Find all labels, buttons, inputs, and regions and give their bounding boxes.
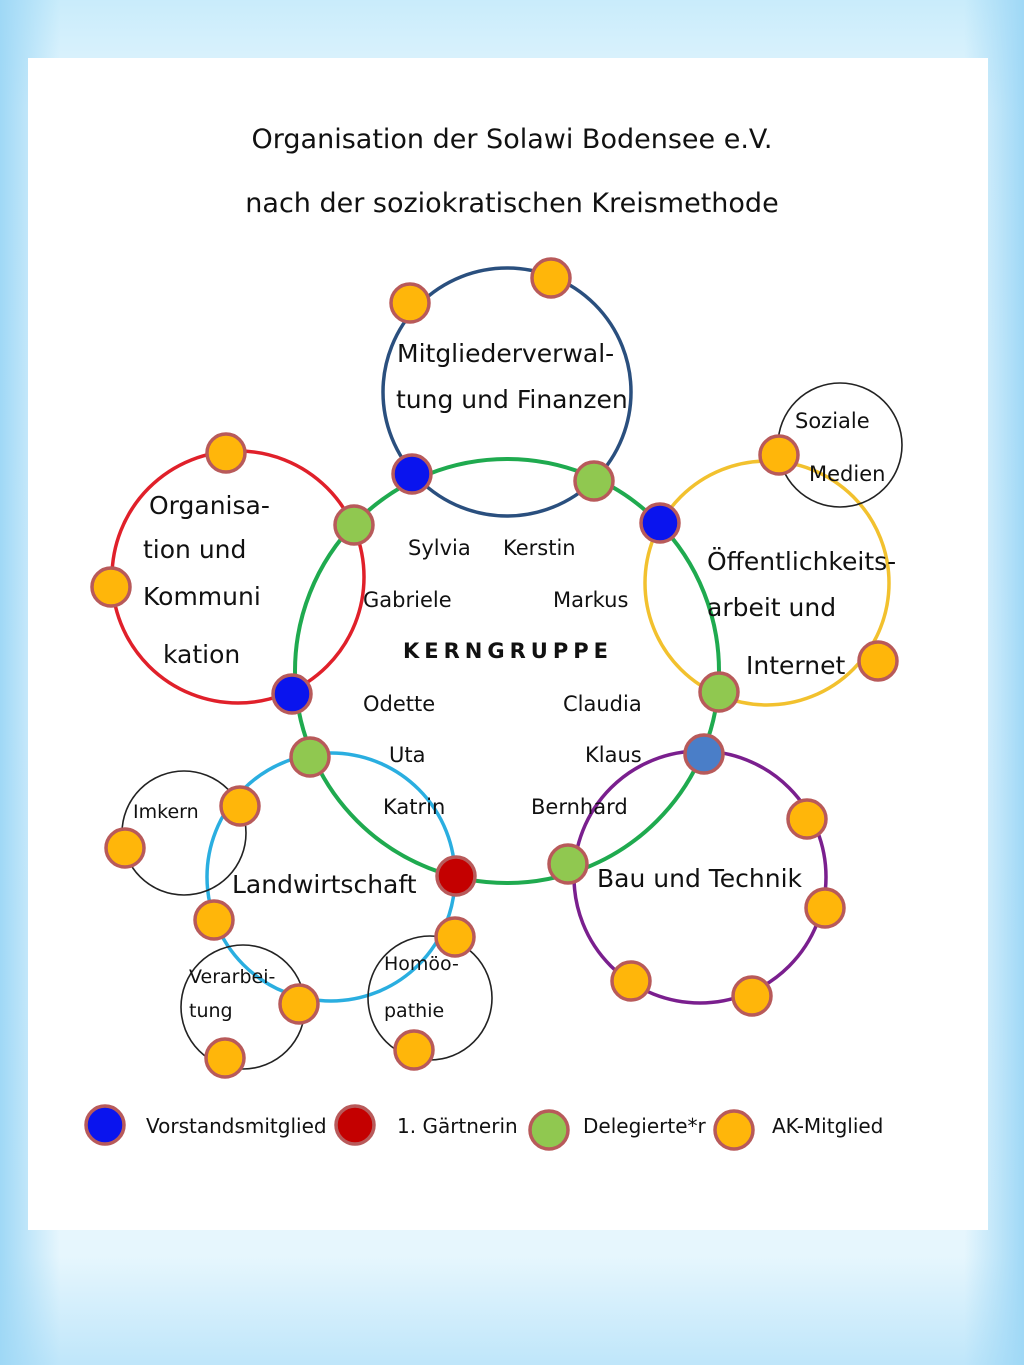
node-ak (804, 887, 846, 929)
node-vorstand (271, 673, 313, 715)
kerngruppe-label: KERNGRUPPE (403, 639, 613, 663)
node-ak (193, 899, 235, 941)
soziale-label-2: Medien (809, 462, 885, 486)
title-line-2: nach der soziokratischen Kreismethode (245, 188, 779, 219)
circle-kerngruppe (293, 457, 721, 885)
soziale-label-1: Soziale (795, 409, 870, 433)
imkern-label: Imkern (133, 801, 199, 823)
member-name: Markus (553, 588, 628, 612)
legend-delegiert-label: Delegierte*r (583, 1114, 706, 1138)
circle-mitgliederverwaltung (381, 266, 633, 518)
legend: Vorstandsmitglied 1. Gärtnerin Delegiert… (84, 1104, 883, 1151)
legend-ak-label: AK-Mitglied (772, 1114, 883, 1138)
node-ak (393, 1029, 435, 1071)
member-name: Gabriele (363, 588, 452, 612)
mitglieder-label-2: tung und Finanzen (396, 385, 628, 414)
title-line-1: Organisation der Solawi Bodensee e.V. (251, 124, 773, 155)
node-ak (90, 566, 132, 608)
node-ak (205, 432, 247, 474)
node-ak (204, 1037, 246, 1079)
legend-vorstand-label: Vorstandsmitglied (146, 1114, 327, 1138)
orga-label-2: tion und (143, 535, 246, 564)
oeffentlich-label-1: Öffentlichkeits- (707, 547, 896, 576)
node-vorstand (639, 502, 681, 544)
nodes (90, 257, 899, 1079)
oeffentlich-label-3: Internet (746, 651, 845, 680)
legend-vorstand-swatch (84, 1104, 126, 1146)
node-ak (104, 827, 146, 869)
legend-ak-swatch (713, 1109, 755, 1151)
oeffentlich-label-2: arbeit und (707, 593, 836, 622)
node-ak (530, 257, 572, 299)
homoeopathie-label-1: Homöo- (384, 953, 459, 975)
node-ak (389, 282, 431, 324)
node-ak (278, 983, 320, 1025)
node-delegiert (547, 843, 589, 885)
bau-label: Bau und Technik (597, 864, 803, 893)
node-delegiert (289, 736, 331, 778)
mitglieder-label-1: Mitgliederverwal- (397, 339, 614, 368)
node-ak (758, 434, 800, 476)
node-vorstand (391, 453, 433, 495)
member-name: Uta (389, 743, 425, 767)
node-delegiert (573, 460, 615, 502)
node-ak (731, 975, 773, 1017)
verarbeitung-label-1: Verarbei- (189, 966, 275, 988)
orga-label-3: Kommuni (143, 582, 261, 611)
node-delegiert-blue (683, 733, 725, 775)
homoeopathie-label-2: pathie (384, 1000, 444, 1022)
member-name: Odette (363, 692, 435, 716)
node-ak (219, 785, 261, 827)
member-name: Sylvia (408, 536, 471, 560)
verarbeitung-label-2: tung (189, 1000, 233, 1022)
node-ak (610, 960, 652, 1002)
landwirtschaft-label: Landwirtschaft (232, 870, 417, 899)
member-name: Kerstin (503, 536, 576, 560)
node-delegiert (698, 671, 740, 713)
node-ak (857, 640, 899, 682)
orga-label-4: kation (163, 640, 240, 669)
legend-gaertnerin-swatch (334, 1104, 376, 1146)
legend-gaertnerin-label: 1. Gärtnerin (397, 1114, 518, 1138)
node-gaertnerin (435, 855, 477, 897)
node-ak (434, 916, 476, 958)
member-name: Katrin (383, 795, 445, 819)
node-delegiert (333, 504, 375, 546)
orga-label-1: Organisa- (149, 491, 270, 520)
member-name: Claudia (563, 692, 642, 716)
member-name: Klaus (585, 743, 642, 767)
node-ak (786, 798, 828, 840)
member-name: Bernhard (531, 795, 628, 819)
legend-delegiert-swatch (528, 1109, 570, 1151)
